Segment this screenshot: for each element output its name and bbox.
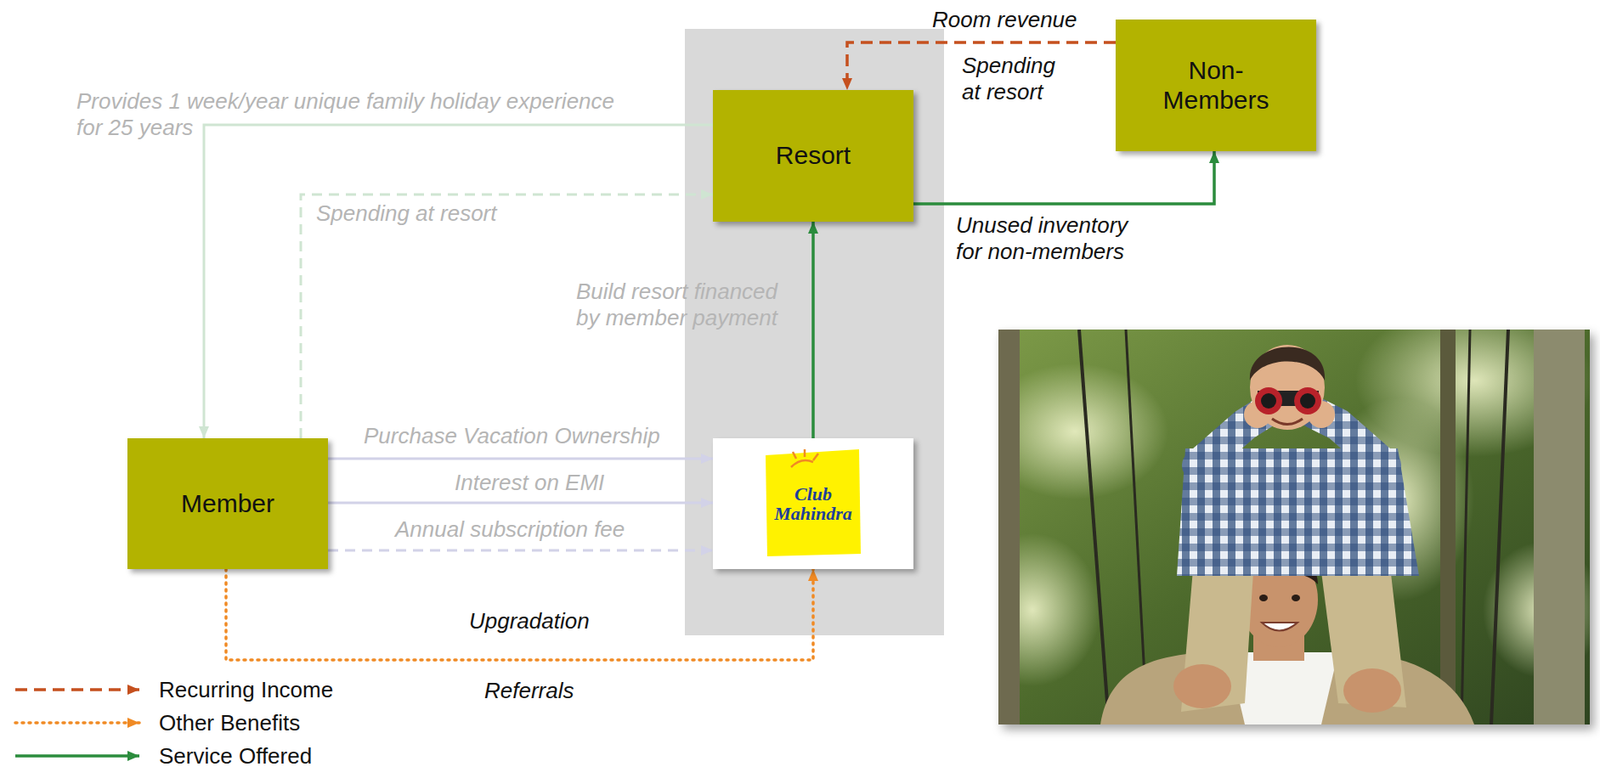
tree-trunk xyxy=(1533,329,1585,725)
bridge-rope xyxy=(1491,329,1509,725)
binoculars-lens xyxy=(1255,387,1283,415)
box-title: Resort xyxy=(775,141,851,171)
legend-entry: Service Offered xyxy=(158,743,312,769)
edge-label: Annual subscription fee xyxy=(395,516,625,543)
edge-label: Unused inventory for non-members xyxy=(955,212,1143,266)
resort-box: Resort xyxy=(712,90,914,222)
man-hand xyxy=(1343,668,1402,713)
bridge-rope xyxy=(1079,329,1109,725)
man-shirt xyxy=(1100,652,1475,725)
photo-content xyxy=(998,329,1590,725)
man-smile xyxy=(1261,622,1298,632)
logo-sun-rays xyxy=(791,449,819,468)
bridge-rope xyxy=(1461,329,1470,725)
logo-yellow-card xyxy=(765,449,861,557)
boy-smile xyxy=(1272,418,1303,425)
binoculars-lens xyxy=(1294,387,1322,415)
binoculars-glass xyxy=(1260,393,1277,409)
connector-arrow xyxy=(226,569,814,661)
member-box: Member xyxy=(127,438,328,570)
legend-entry: Recurring Income xyxy=(158,677,334,703)
edge-label: Purchase Vacation Ownership xyxy=(363,423,661,450)
edge-label: Upgradation xyxy=(469,608,590,635)
club-mahindra-logo-box: Club Mahindra xyxy=(712,438,914,570)
edge-label: Interest on EMI xyxy=(454,469,605,497)
non-members-box: Non- Members xyxy=(1115,19,1317,152)
binoculars-glass xyxy=(1300,393,1316,409)
man-hand xyxy=(1173,664,1232,709)
connector-arrow xyxy=(327,457,713,461)
tree-trunk xyxy=(998,329,1020,725)
connector-arrow xyxy=(327,502,713,505)
legend-entry: Other Benefits xyxy=(158,710,300,736)
legend-sample-line xyxy=(15,721,140,725)
box-title: Member xyxy=(180,489,275,520)
legend-sample-line xyxy=(15,688,140,692)
edge-label: Provides 1 week/year unique family holid… xyxy=(76,88,629,142)
group-panel xyxy=(684,28,945,636)
box-title: Non- Members xyxy=(1160,56,1272,115)
boy-head xyxy=(1249,344,1325,430)
connector-arrow xyxy=(811,221,815,439)
connector-arrow xyxy=(327,549,713,553)
boy-hair xyxy=(1249,347,1325,381)
logo-text: Club Mahindra xyxy=(770,484,856,524)
edge-label: Spending at resort xyxy=(316,200,497,227)
family-photo xyxy=(964,304,1600,725)
edge-label: Build resort financed by member payment xyxy=(576,278,789,332)
flow-note: Referrals xyxy=(484,678,574,705)
edge-label: Room revenue xyxy=(932,6,1078,34)
flow-note: Spending at resort xyxy=(961,52,1069,106)
man-eye xyxy=(1291,594,1301,602)
connector-arrow xyxy=(913,151,1215,204)
man-eye xyxy=(1259,594,1268,602)
tree-trunk xyxy=(1440,329,1456,725)
legend-sample-line xyxy=(15,754,140,758)
